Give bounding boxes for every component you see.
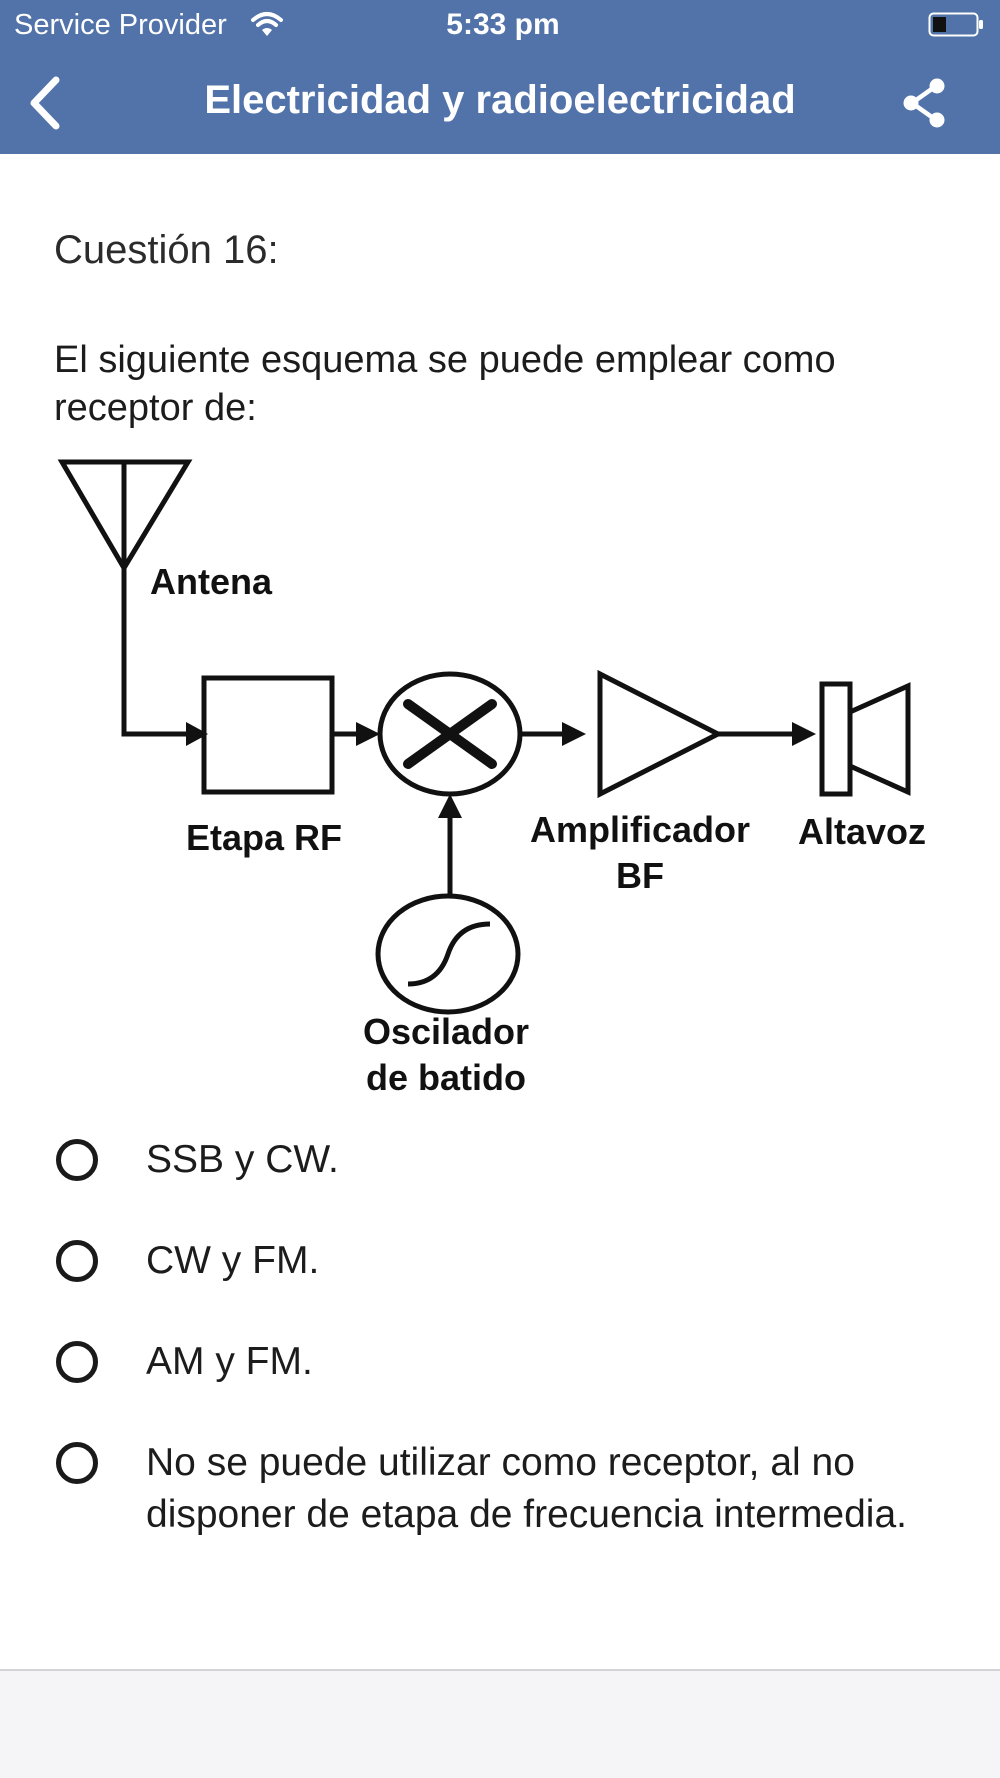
answer-option-label: No se puede utilizar como receptor, al n… xyxy=(146,1441,907,1536)
carrier-name: Service Provider xyxy=(14,9,227,41)
speaker-label: Altavoz xyxy=(798,811,926,852)
arrow-rf-to-mixer xyxy=(356,722,380,746)
question-card: Cuestión 16: El siguiente esquema se pue… xyxy=(0,154,1000,1671)
antenna-label: Antena xyxy=(150,561,273,602)
radio-button[interactable] xyxy=(56,1139,98,1181)
speaker-symbol xyxy=(819,681,911,797)
radio-button[interactable] xyxy=(56,1341,98,1383)
arrow-osc-to-mixer xyxy=(438,794,462,818)
amplifier-label-line2: BF xyxy=(616,855,664,896)
rf-stage-box xyxy=(201,675,335,795)
chevron-left-icon xyxy=(30,76,60,130)
block-diagram-svg: Antena Etapa RF Amplificador BF Altavoz … xyxy=(57,459,926,1096)
share-icon xyxy=(903,78,945,128)
antenna-symbol xyxy=(57,459,208,746)
back-button[interactable] xyxy=(22,74,72,132)
footer-area xyxy=(0,1673,1000,1778)
radio-button[interactable] xyxy=(56,1442,98,1484)
oscillator-symbol xyxy=(375,893,521,1015)
oscillator-label-line1: Oscilador xyxy=(363,1011,529,1052)
mixer-symbol xyxy=(377,671,523,797)
answer-option-label: SSB y CW. xyxy=(146,1138,339,1181)
status-time: 5:33 pm xyxy=(446,8,560,41)
share-button[interactable] xyxy=(900,76,950,130)
arrow-amp-to-speaker xyxy=(792,722,816,746)
receiver-block-diagram: Antena Etapa RF Amplificador BF Altavoz … xyxy=(50,456,950,1096)
arrow-mixer-to-amp xyxy=(562,722,586,746)
answer-option-label: AM y FM. xyxy=(146,1340,313,1383)
wifi-icon xyxy=(251,10,283,38)
page-title: Electricidad y radioelectricidad xyxy=(204,78,796,122)
rf-stage-label: Etapa RF xyxy=(186,817,342,858)
status-bar: Service Provider 5:33 pm xyxy=(0,0,1000,52)
radio-button[interactable] xyxy=(56,1240,98,1282)
navigation-bar: Electricidad y radioelectricidad xyxy=(0,52,1000,154)
answer-option-label: CW y FM. xyxy=(146,1239,320,1282)
question-text: El siguiente esquema se puede emplear co… xyxy=(54,339,836,429)
top-bar: Service Provider 5:33 pm Electricidad y … xyxy=(0,0,1000,154)
amplifier-label-line1: Amplificador xyxy=(530,809,750,850)
oscillator-label-line2: de batido xyxy=(366,1057,526,1096)
amplifier-symbol xyxy=(597,669,724,799)
battery-icon xyxy=(928,12,984,37)
question-number: Cuestión 16: xyxy=(54,228,279,272)
